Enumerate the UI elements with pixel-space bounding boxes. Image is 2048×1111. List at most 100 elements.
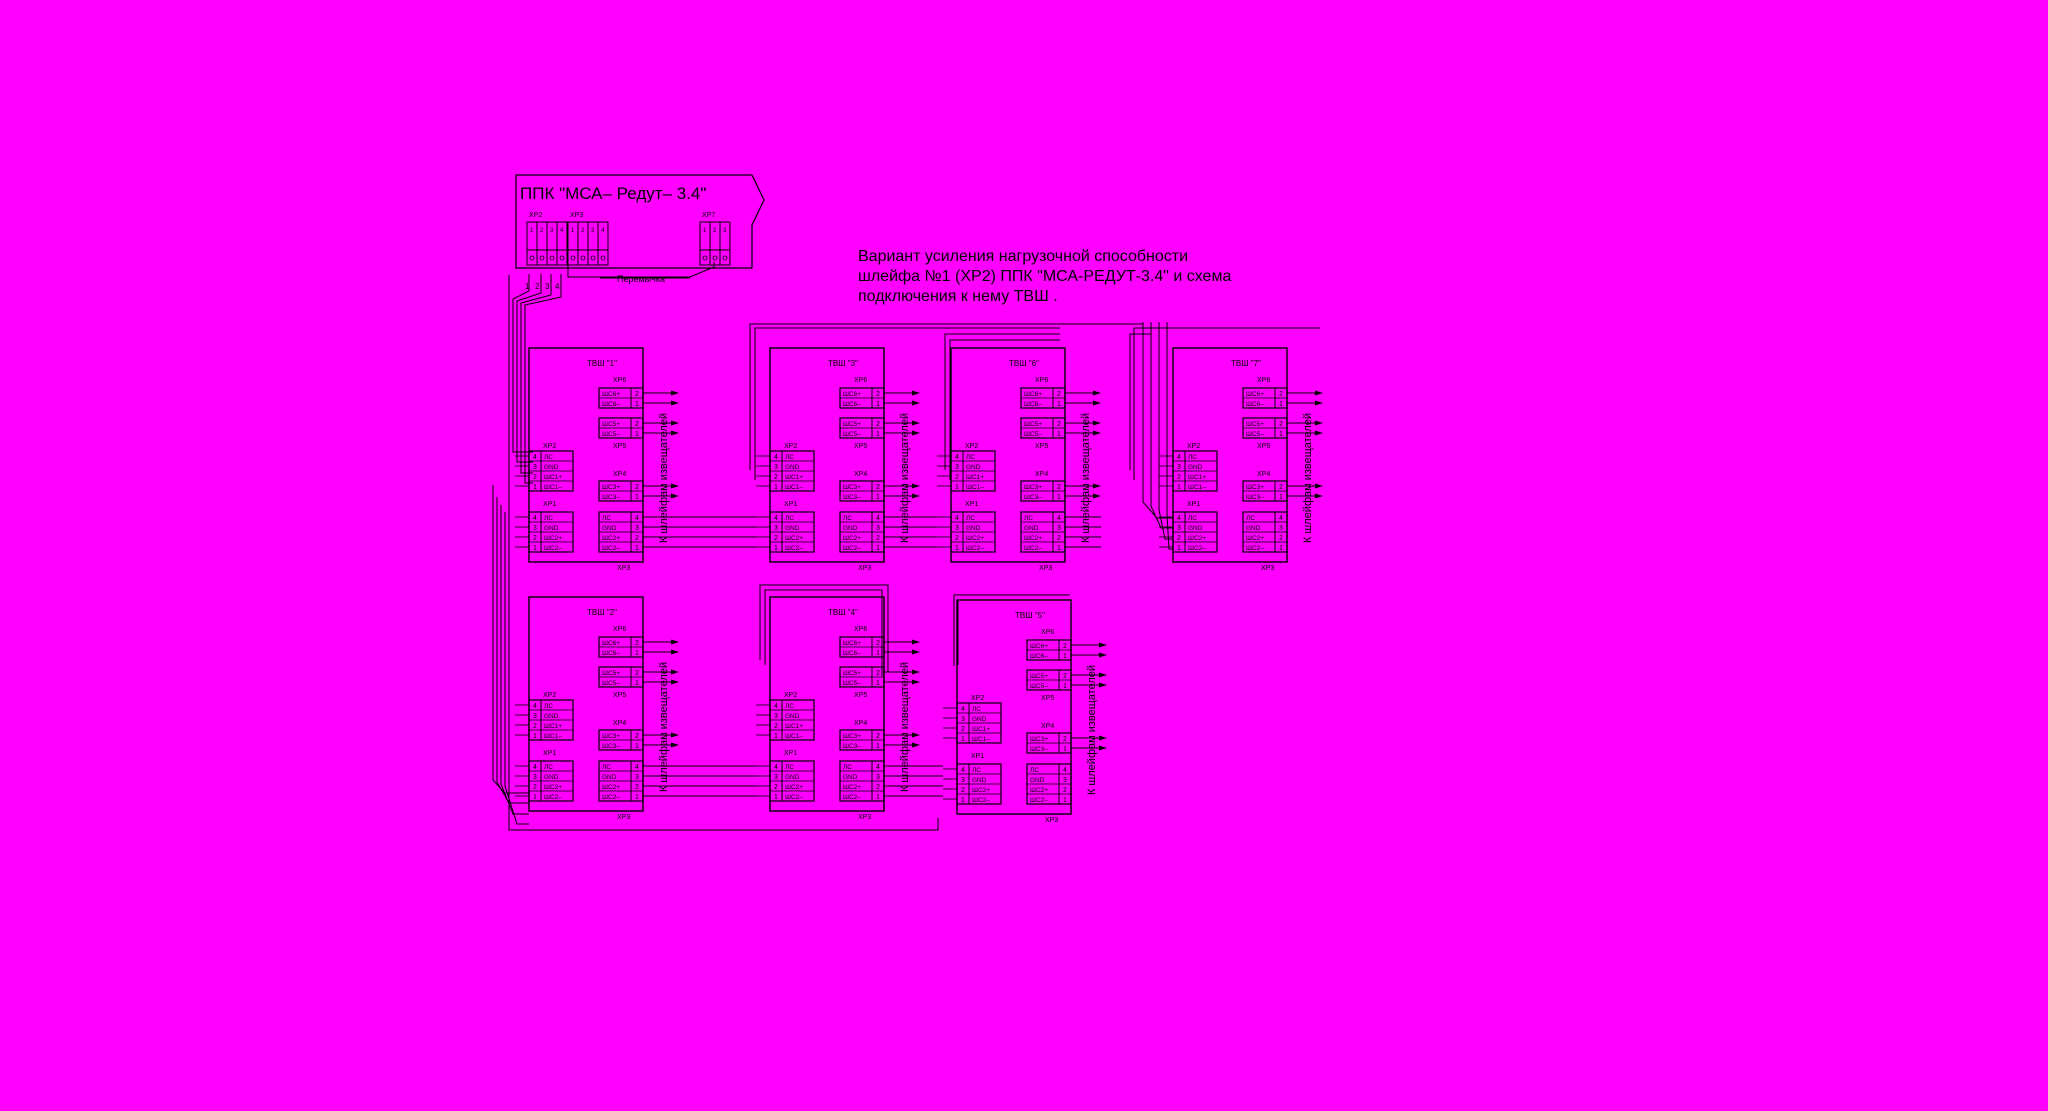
pin-signal: ШС3+ xyxy=(602,733,620,740)
pin-number: 2 xyxy=(955,535,959,542)
pin-number: 3 xyxy=(533,774,537,781)
pin-number: 2 xyxy=(961,726,965,733)
connector-label: XP5 xyxy=(1035,443,1048,450)
pin-signal: ЛС xyxy=(544,703,553,710)
arrow-head xyxy=(912,669,920,675)
loop-label: К шлейфам извещателей xyxy=(1080,413,1092,543)
loop-label: К шлейфам извещателей xyxy=(899,413,911,543)
arrow-head xyxy=(671,483,679,489)
arrow-head xyxy=(912,493,920,499)
pin-number: 1 xyxy=(635,794,639,801)
pin-number: 1 xyxy=(774,484,778,491)
pin-signal: ШС2– xyxy=(602,794,620,801)
pin-signal: ШС1+ xyxy=(544,474,562,481)
pin-signal: ШС5+ xyxy=(602,670,620,677)
connector-label: XP3 xyxy=(1261,565,1274,572)
panel-pin-terminal xyxy=(590,255,596,261)
pin-number: 4 xyxy=(955,515,959,522)
caption-line: подключения к нему ТВШ . xyxy=(858,288,1058,305)
pin-number: 4 xyxy=(961,706,965,713)
panel-outline xyxy=(515,174,765,269)
pin-signal: ШС6+ xyxy=(1024,391,1042,398)
pin-number: 1 xyxy=(1279,494,1283,501)
pin-signal: ШС2– xyxy=(1024,545,1042,552)
connector-label: XP6 xyxy=(1257,377,1270,384)
arrow-head xyxy=(1093,493,1101,499)
pin-number: 1 xyxy=(1279,431,1283,438)
connector-label: XP2 xyxy=(1187,443,1200,450)
pin-signal: GND xyxy=(544,525,559,532)
pin-number: 1 xyxy=(533,484,537,491)
mid-wire xyxy=(759,584,889,672)
pin-number: 1 xyxy=(1063,746,1067,753)
caption-line: Вариант усиления нагрузочной способности xyxy=(858,248,1189,265)
arrow-head xyxy=(671,639,679,645)
pin-signal: GND xyxy=(1024,525,1039,532)
pin-number: 2 xyxy=(635,784,639,791)
pin-signal: ШС1– xyxy=(966,484,984,491)
pin-number: 1 xyxy=(876,743,880,750)
arrow-head xyxy=(671,649,679,655)
top-wire xyxy=(754,327,1060,480)
pin-signal: ШС6+ xyxy=(1030,643,1048,650)
arrow-head xyxy=(1093,483,1101,489)
pin-number: 1 xyxy=(774,733,778,740)
pin-number: 2 xyxy=(1279,391,1283,398)
panel-pin-terminal xyxy=(539,255,545,261)
module-title: ТВШ "4" xyxy=(828,608,858,617)
pin-signal: ШС3+ xyxy=(1024,484,1042,491)
pin-number: 2 xyxy=(635,733,639,740)
pin-signal: ШС2+ xyxy=(972,787,990,794)
connector-label: XP1 xyxy=(543,750,556,757)
connector-label: XP4 xyxy=(1035,471,1048,478)
arrow-head xyxy=(912,430,920,436)
arrow-head xyxy=(912,390,920,396)
pin-number: 4 xyxy=(1177,454,1181,461)
pin-signal: ШС5– xyxy=(1030,683,1048,690)
pin-number: 3 xyxy=(774,525,778,532)
bus-wire xyxy=(524,274,562,484)
panel-pin-number: 3 xyxy=(723,228,727,234)
panel-connector-name: XP3 xyxy=(570,212,583,219)
arrow-head xyxy=(1099,735,1107,741)
pin-number: 3 xyxy=(961,716,965,723)
panel-pin-terminal xyxy=(600,255,606,261)
panel-pin-number: 1 xyxy=(703,228,707,234)
connector-label: XP1 xyxy=(1187,501,1200,508)
pin-signal: GND xyxy=(843,525,858,532)
pin-signal: GND xyxy=(785,525,800,532)
pin-signal: ШС6– xyxy=(843,650,861,657)
pin-number: 3 xyxy=(774,464,778,471)
connector-label: XP2 xyxy=(784,692,797,699)
pin-signal: ШС1+ xyxy=(972,726,990,733)
pin-number: 1 xyxy=(635,680,639,687)
pin-number: 4 xyxy=(774,764,778,771)
pin-number: 1 xyxy=(876,650,880,657)
top-wire xyxy=(1133,327,1320,480)
pin-number: 2 xyxy=(961,787,965,794)
pin-number: 3 xyxy=(533,525,537,532)
pin-signal: ШС2+ xyxy=(1246,535,1264,542)
pin-number: 1 xyxy=(774,545,778,552)
pin-signal: ШС6+ xyxy=(843,391,861,398)
pin-signal: ШС2+ xyxy=(843,535,861,542)
connector-label: XP3 xyxy=(1039,565,1052,572)
pin-number: 2 xyxy=(635,421,639,428)
pin-signal: ШС1+ xyxy=(785,723,803,730)
pin-number: 2 xyxy=(774,535,778,542)
pin-number: 4 xyxy=(961,767,965,774)
arrow-head xyxy=(1099,745,1107,751)
pin-number: 1 xyxy=(876,680,880,687)
connector-label: XP3 xyxy=(858,565,871,572)
pin-signal: GND xyxy=(1030,777,1045,784)
arrow-head xyxy=(912,732,920,738)
